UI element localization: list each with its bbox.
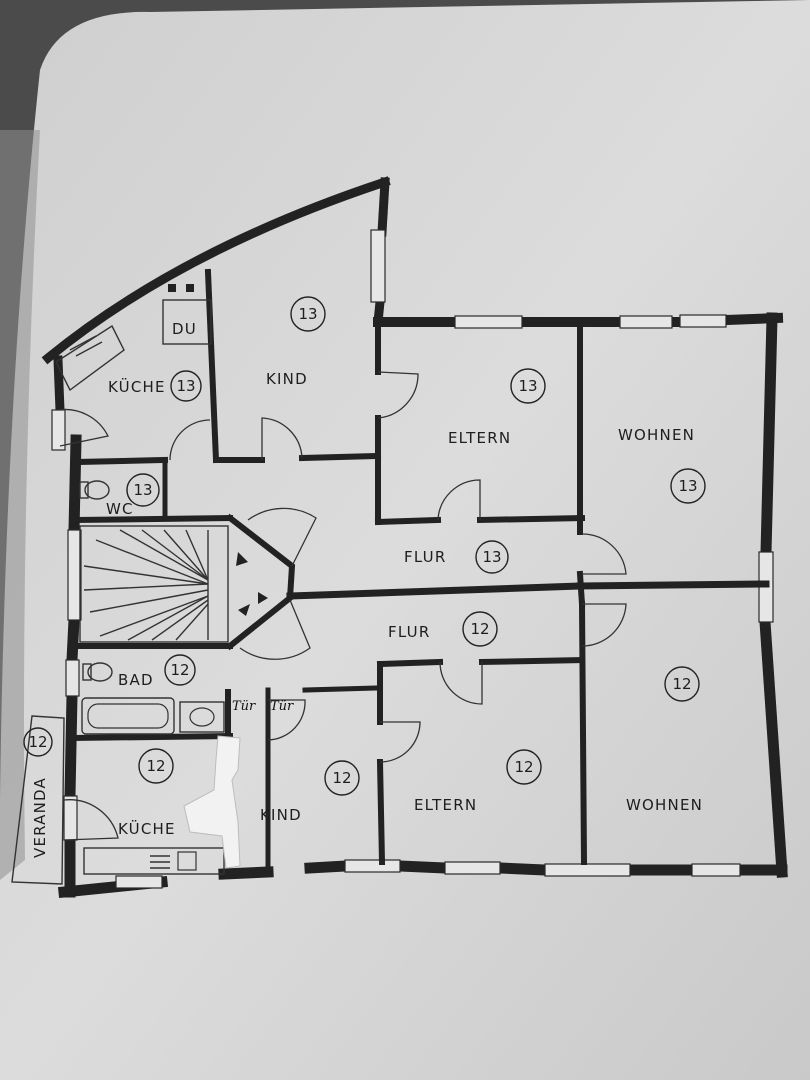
room-number-wohnen-12: 12 bbox=[664, 666, 700, 702]
room-number-flur-12: 12 bbox=[462, 611, 498, 647]
svg-text:12: 12 bbox=[514, 758, 533, 776]
shower-tray bbox=[162, 299, 212, 345]
svg-text:13: 13 bbox=[298, 305, 317, 323]
svg-text:13: 13 bbox=[678, 477, 697, 495]
room-label-eltern-13: ELTERN bbox=[448, 429, 511, 447]
room-number-flur-13: 13 bbox=[475, 540, 509, 574]
toilet-13 bbox=[84, 480, 110, 500]
room-label-wc-13: WC bbox=[106, 500, 134, 518]
staircase bbox=[79, 525, 268, 643]
room-label-wohnen-13: WOHNEN bbox=[618, 426, 695, 444]
bathtub bbox=[81, 697, 175, 735]
room-number-wc-13: 13 bbox=[126, 473, 160, 507]
paper-shadow-left bbox=[0, 130, 40, 880]
room-label-bad-12: BAD bbox=[118, 671, 154, 689]
svg-text:13: 13 bbox=[133, 481, 152, 499]
room-number-kueche-13: 13 bbox=[170, 370, 202, 402]
room-number-kind-12: 12 bbox=[324, 760, 360, 796]
veranda-label: VERANDA bbox=[31, 777, 49, 858]
fixtures bbox=[55, 284, 225, 875]
windows bbox=[51, 229, 774, 889]
outer-walls bbox=[41, 176, 788, 899]
door-swings bbox=[57, 371, 627, 841]
room-number-kueche-12: 12 bbox=[138, 748, 174, 784]
svg-text:13: 13 bbox=[176, 377, 195, 395]
room-number-veranda-12: 12 bbox=[23, 727, 53, 757]
svg-text:12: 12 bbox=[332, 769, 351, 787]
room-label-kind-13: KIND bbox=[266, 370, 308, 388]
kitchen-counter-12 bbox=[83, 847, 225, 875]
room-label-du: DU bbox=[172, 320, 197, 338]
svg-text:13: 13 bbox=[482, 548, 501, 566]
svg-text:13: 13 bbox=[518, 377, 537, 395]
svg-text:12: 12 bbox=[146, 757, 165, 775]
veranda-outline bbox=[11, 715, 65, 885]
room-number-eltern-12: 12 bbox=[506, 749, 542, 785]
room-number-wohnen-13: 13 bbox=[670, 468, 706, 504]
room-label-eltern-12: ELTERN bbox=[414, 796, 477, 814]
room-number-eltern-13: 13 bbox=[510, 368, 546, 404]
room-label-kueche-12: KÜCHE bbox=[118, 819, 176, 838]
handwritten-note-1: Tür bbox=[232, 699, 256, 714]
room-number-kind-13: 13 bbox=[290, 296, 326, 332]
svg-text:12: 12 bbox=[672, 675, 691, 693]
room-number-bad-12: 12 bbox=[164, 654, 196, 686]
room-label-kind-12: KIND bbox=[260, 806, 302, 824]
interior-walls bbox=[70, 268, 770, 875]
room-label-flur-12: FLUR bbox=[388, 623, 430, 641]
room-label-wohnen-12: WOHNEN bbox=[626, 796, 703, 814]
room-label-flur-13: FLUR bbox=[404, 548, 446, 566]
room-label-kueche-13: KÜCHE bbox=[108, 377, 166, 396]
svg-text:12: 12 bbox=[28, 733, 47, 751]
handwritten-note-2: Tür bbox=[270, 699, 294, 714]
toilet-12 bbox=[87, 662, 113, 682]
washbasin bbox=[179, 701, 225, 733]
svg-text:12: 12 bbox=[170, 661, 189, 679]
tape-patch bbox=[183, 735, 241, 869]
svg-text:12: 12 bbox=[470, 620, 489, 638]
